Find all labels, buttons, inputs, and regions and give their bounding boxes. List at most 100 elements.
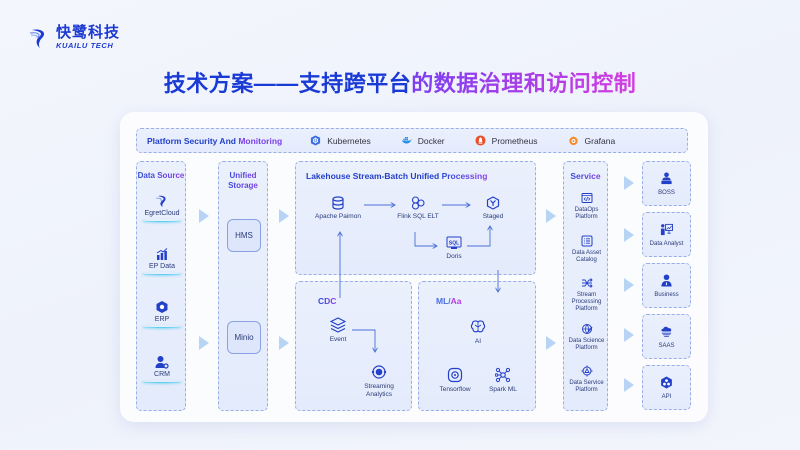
glow-underline (142, 380, 182, 383)
sql-icon: SQL (446, 236, 462, 249)
flow-arrow-icon (624, 328, 634, 342)
node-label-line1: Streaming (364, 383, 394, 390)
data-source-label: ERP (154, 316, 170, 323)
service-label-line3: Platform (575, 306, 598, 312)
node-flink-sql-elt[interactable]: Flink SQL ELT (393, 196, 443, 220)
consumer-business[interactable]: Business (642, 263, 691, 308)
globe-chart-icon (581, 324, 592, 334)
service-stream-processing-platform[interactable]: Stream Processing Platform (564, 277, 609, 313)
node-event[interactable]: Event (318, 317, 358, 343)
consumer-label: API (661, 394, 672, 400)
consumer-label: Data Analyst (649, 241, 684, 247)
service-label-line1: Data Science (568, 338, 605, 344)
node-label-line2: Analytics (365, 391, 392, 398)
service-label-line1: DataOps (574, 207, 599, 213)
kubernetes-icon (311, 135, 321, 146)
flow-arrow-icon (279, 209, 289, 223)
hexagon-icon (156, 301, 168, 313)
tool-label: Grafana (584, 135, 616, 146)
svg-text:SQL: SQL (449, 241, 459, 247)
service-label-line1: Stream (576, 292, 597, 298)
egret-cloud-icon (155, 195, 166, 207)
service-data-service-platform[interactable]: Data Service Platform (564, 365, 609, 394)
grafana-icon (568, 135, 578, 146)
consumer-data-analyst[interactable]: Data Analyst (642, 212, 691, 257)
service-label-line2: Platform (575, 387, 598, 393)
flow-arrow-icon (199, 336, 209, 350)
code-window-icon (581, 193, 592, 203)
logo-name-en: KUAILU TECH (56, 41, 114, 50)
security-title-b: Monitoring (238, 135, 283, 146)
node-label: Event (329, 336, 347, 343)
tool-label: Kubernetes (327, 135, 371, 146)
flow-arrow-icon (546, 209, 556, 223)
data-source-label: EgretCloud (144, 210, 180, 217)
company-logo: 快鹭科技 KUAILU TECH (28, 25, 120, 50)
page-title: 技术方案——支持跨平台的数据治理和访问控制 (0, 66, 800, 98)
node-spark-ml[interactable]: Spark ML (483, 367, 523, 393)
shuffle-icon (581, 278, 593, 288)
service-column: Service DataOps Platform Data Asset Cata… (563, 161, 608, 411)
ml-title-a: ML/ (436, 296, 451, 306)
service-label-line1: Data Service (569, 380, 604, 386)
title-part-2: 的数据治理和访问控制 (411, 71, 637, 96)
network-icon (495, 367, 511, 383)
docker-icon (401, 137, 412, 144)
node-doris[interactable]: SQL Doris (436, 236, 472, 260)
data-source-title: Data Source (137, 171, 185, 180)
tool-grafana: Grafana (568, 135, 616, 146)
data-source-crm[interactable]: CRM (137, 355, 187, 383)
service-title: Service (564, 171, 607, 181)
security-title-a: Platform Security And (147, 135, 239, 146)
cdc-box: CDC Event Streaming Analytics (295, 281, 412, 411)
flink-circles-icon (411, 196, 425, 210)
storage-minio[interactable]: Minio (227, 321, 261, 354)
service-label-line2: Platform (575, 345, 598, 351)
data-source-ep-data[interactable]: EP Data (137, 247, 187, 275)
node-label: Spark ML (489, 386, 517, 393)
tool-label: Prometheus (491, 135, 538, 146)
node-label: Apache Paimon (315, 213, 361, 220)
data-source-label: EP Data (149, 263, 175, 270)
node-staged[interactable]: Staged (471, 196, 515, 220)
analyst-board-icon (660, 223, 673, 236)
security-monitoring-bar: Platform Security And Monitoring Kuberne… (136, 128, 688, 153)
data-source-label: CRM (154, 371, 170, 378)
layers-icon (330, 317, 346, 333)
node-ai[interactable]: AI (463, 319, 493, 345)
api-hexagon-icon (661, 376, 672, 389)
node-tensorflow[interactable]: Tensorflow (435, 367, 475, 393)
lakehouse-title: Lakehouse Stream-Batch Unified Processin… (306, 171, 487, 181)
flow-arrow-icon (624, 228, 634, 242)
service-data-asset-catalog[interactable]: Data Asset Catalog (564, 235, 609, 264)
data-source-erp[interactable]: ERP (137, 300, 187, 328)
node-label: Staged (482, 213, 504, 220)
storage-title-line1: Unified (229, 171, 257, 180)
logo-name-cn: 快鹭科技 (56, 24, 121, 41)
service-data-science-platform[interactable]: Data Science Platform (564, 323, 609, 352)
security-bar-title: Platform Security And Monitoring (147, 136, 282, 146)
storage-hms[interactable]: HMS (227, 219, 261, 252)
ml-title-b: Aa (450, 296, 462, 306)
service-dataops-platform[interactable]: DataOps Platform (564, 192, 609, 221)
tool-prometheus: Prometheus (475, 135, 538, 146)
consumer-api[interactable]: API (642, 365, 691, 410)
egret-wing-logo-icon (29, 28, 45, 48)
tool-kubernetes: Kubernetes (310, 135, 371, 146)
data-source-egretcloud[interactable]: EgretCloud (137, 194, 187, 222)
node-streaming-analytics[interactable]: Streaming Analytics (356, 364, 402, 399)
node-apache-paimon[interactable]: Apache Paimon (313, 196, 363, 220)
consumer-boss[interactable]: BOSS (642, 161, 691, 206)
prometheus-icon (475, 135, 486, 146)
unified-storage-column: Unified Storage HMS Minio (218, 161, 268, 411)
consumer-saas[interactable]: SAAS (642, 314, 691, 359)
list-icon (581, 235, 592, 247)
node-label: Flink SQL ELT (397, 213, 439, 220)
user-gear-icon (155, 356, 169, 369)
lakehouse-processing-box: Lakehouse Stream-Batch Unified Processin… (295, 161, 536, 275)
data-source-column: Data Source EgretCloud EP Data ERP CRM (136, 161, 186, 411)
orbit-icon (371, 365, 387, 379)
tool-docker: Docker (401, 135, 445, 146)
glow-underline (142, 219, 182, 222)
tensorflow-icon (447, 367, 463, 383)
